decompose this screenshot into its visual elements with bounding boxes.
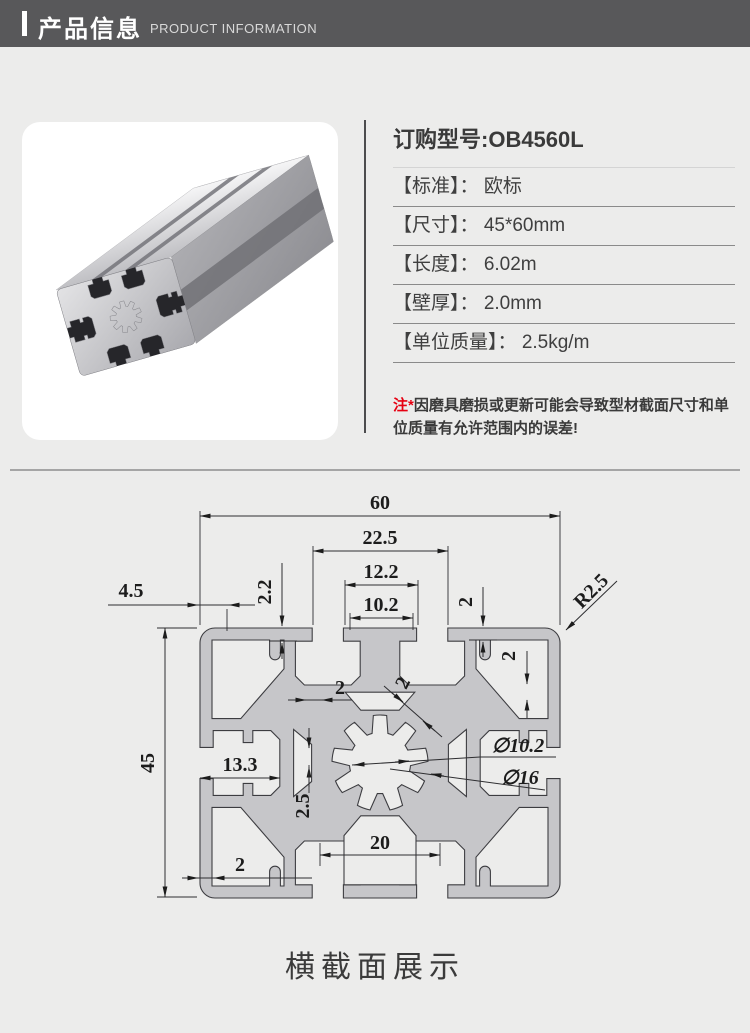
dim-label-45: 45 — [137, 753, 159, 773]
dim-label-dia-16: ∅16 — [501, 767, 538, 789]
dim-label-2-mid: 2 — [335, 677, 345, 699]
dim-label-2-2: 2.2 — [254, 580, 276, 605]
dim-label-13-3: 13.3 — [223, 754, 258, 776]
title-accent-bar — [22, 11, 27, 36]
dim-label-dia-10-2: ∅10.2 — [492, 735, 544, 757]
spec-row-size: 【尺寸】： 45*60mm — [393, 207, 735, 246]
dim-label-2-right: 2 — [498, 651, 520, 661]
page-title: 产品信息 — [38, 16, 142, 43]
cross-section-drawing: 60 22.5 12.2 10.2 4.5 2.2 2 R2.5 45 13.3… — [108, 492, 618, 937]
top-slot-groove — [125, 165, 273, 271]
dim-label-60: 60 — [370, 492, 390, 514]
spec-value: 6.02m — [483, 254, 537, 275]
header-bar: 产品信息 PRODUCT INFORMATION — [0, 0, 750, 47]
spec-panel: 订购型号:OB4560L 【标准】： 欧标 【尺寸】： 45*60mm 【长度】… — [393, 120, 735, 455]
spec-row-standard: 【标准】： 欧标 — [393, 168, 735, 207]
profile-3d-image — [55, 154, 335, 378]
spec-value: 2.0mm — [483, 293, 542, 314]
dim-label-2-top: 2 — [455, 597, 477, 607]
spec-label: 【尺寸】 — [393, 215, 460, 236]
top-slot-groove — [91, 175, 240, 280]
dimension-lines — [108, 511, 618, 898]
product-photo[interactable] — [22, 122, 338, 440]
vertical-divider — [364, 120, 366, 433]
spec-label: 【标准】 — [393, 176, 460, 197]
side-slot-groove — [180, 188, 324, 311]
dim-label-10-2: 10.2 — [364, 594, 399, 616]
note-text: 注*因磨具磨损或更新可能会导致型材截面尺寸和单位质量有允许范围内的误差! — [393, 395, 733, 440]
dim-label-22-5: 22.5 — [363, 527, 398, 549]
spec-label: 【壁厚】 — [393, 293, 460, 314]
dim-label-4-5: 4.5 — [119, 580, 144, 602]
dim-label-2-5: 2.5 — [292, 794, 314, 819]
note-prefix: 注* — [393, 397, 414, 414]
dimension-labels: 60 22.5 12.2 10.2 4.5 2.2 2 R2.5 45 13.3… — [119, 492, 614, 876]
dim-label-20: 20 — [370, 832, 390, 854]
spec-row-mass: 【单位质量】： 2.5kg/m — [393, 324, 735, 363]
spec-row-length: 【长度】： 6.02m — [393, 246, 735, 285]
dim-label-r2-5: R2.5 — [570, 570, 613, 613]
model-title: 订购型号:OB4560L — [393, 120, 735, 168]
spec-row-wall: 【壁厚】： 2.0mm — [393, 285, 735, 324]
spec-label: 【长度】 — [393, 254, 460, 275]
section-divider — [10, 469, 740, 471]
spec-value: 2.5kg/m — [521, 332, 590, 353]
page-subtitle: PRODUCT INFORMATION — [150, 21, 318, 36]
spec-value: 欧标 — [483, 176, 522, 197]
note-body: 因磨具磨损或更新可能会导致型材截面尺寸和单位质量有允许范围内的误差! — [393, 397, 729, 437]
spec-value: 45*60mm — [483, 215, 566, 236]
dim-label-2-bottom: 2 — [235, 854, 245, 876]
dim-label-12-2: 12.2 — [364, 561, 399, 583]
drawing-caption: 横截面展示 — [285, 951, 465, 984]
spec-label: 【单位质量】 — [393, 332, 498, 353]
